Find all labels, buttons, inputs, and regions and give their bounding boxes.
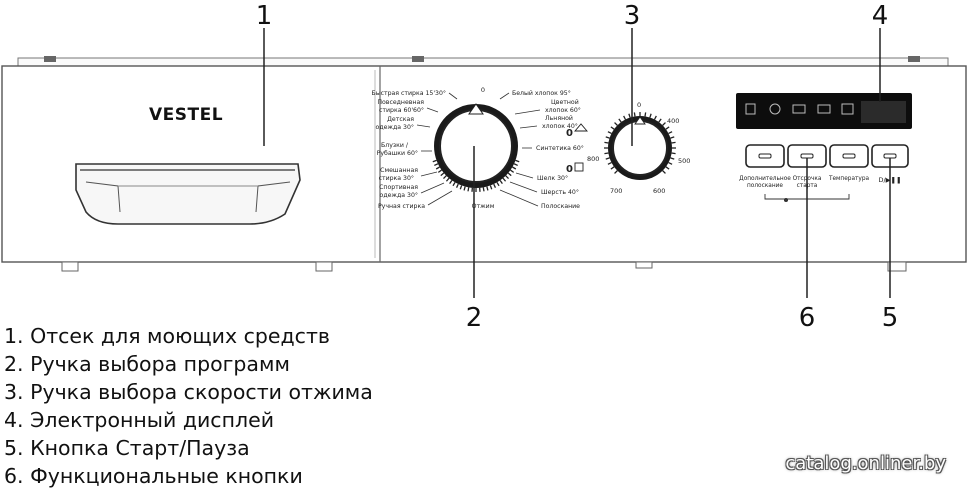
legend-item-3: 3. Ручка выбора скорости отжима	[4, 378, 373, 406]
callout-1: 1	[256, 1, 273, 31]
program-rinse: Полоскание	[541, 203, 580, 210]
svg-text:0: 0	[566, 164, 573, 175]
program-shirts-1: Блузки /	[381, 142, 409, 149]
program-daily-wash-1: Повседневная	[377, 99, 424, 106]
program-spin-only: Отжим	[472, 203, 495, 210]
legend-item-1: 1. Отсек для моющих средств	[4, 322, 373, 350]
spin-speed-500: 500	[678, 157, 690, 165]
program-hand-wash: Ручная стирка	[378, 203, 425, 210]
top-lid	[18, 58, 948, 66]
legend-item-4: 4. Электронный дисплей	[4, 406, 373, 434]
legend-item-2: 2. Ручка выбора программ	[4, 350, 373, 378]
temperature-label: Температура	[828, 176, 870, 182]
hinge-mid	[412, 56, 424, 62]
callout-4: 4	[872, 1, 889, 31]
extra-rinse-label-1: Дополнительное	[739, 176, 791, 182]
callout-2: 2	[466, 303, 483, 333]
program-linen-1: Льняной	[545, 114, 573, 122]
program-daily-wash-2: стирка 60'60°	[379, 106, 424, 114]
program-color-cotton-2: хлопок 60°	[545, 106, 581, 114]
hinge-left	[44, 56, 56, 62]
program-baby-2: одежда 30°	[376, 123, 414, 131]
watermark: catalog.onliner.by	[785, 453, 946, 474]
program-quick-wash: Быстрая стирка 15'30°	[371, 89, 446, 97]
foot-1	[62, 262, 78, 271]
program-sports-2: одежда 30°	[380, 191, 418, 199]
program-white-cotton: Белый хлопок 95°	[512, 89, 571, 97]
component-legend: 1. Отсек для моющих средств 2. Ручка выб…	[4, 322, 373, 490]
program-shirts-2: Рубашки 60°	[377, 149, 418, 157]
program-synthetics: Синтетика 60°	[536, 144, 584, 152]
hinge-right	[908, 56, 920, 62]
program-mixed-2: стирка 30°	[379, 174, 414, 182]
program-baby-1: Детская	[387, 116, 414, 123]
program-wool: Шерсть 40°	[541, 188, 579, 196]
program-sports-1: Спортивная	[379, 184, 418, 191]
spin-speed-600: 600	[653, 187, 665, 195]
program-dial-zero: 0	[481, 86, 485, 94]
extra-rinse-button[interactable]	[746, 145, 784, 167]
electronic-display	[736, 93, 912, 129]
callout-5: 5	[882, 303, 899, 333]
program-mixed-1: Смешанная	[380, 167, 418, 174]
callout-3: 3	[624, 1, 641, 31]
callout-6: 6	[799, 303, 816, 333]
svg-text:0: 0	[566, 128, 573, 139]
spin-speed-400: 400	[667, 117, 679, 125]
legend-item-5: 5. Кнопка Старт/Пауза	[4, 434, 373, 462]
temperature-button[interactable]	[830, 145, 868, 167]
extra-rinse-label-2: полоскание	[747, 183, 783, 189]
spin-speed-knob[interactable]	[608, 116, 672, 180]
brand-logo: VESTEL	[149, 105, 223, 125]
spin-speed-0: 0	[637, 101, 641, 109]
program-silk: Шелк 30°	[537, 174, 568, 182]
legend-item-6: 6. Функциональные кнопки	[4, 462, 373, 490]
digit-readout	[861, 101, 906, 123]
spin-speed-700: 700	[610, 187, 622, 195]
detergent-drawer-handle[interactable]	[76, 164, 300, 224]
foot-3	[636, 262, 652, 268]
foot-2	[316, 262, 332, 271]
program-selector-knob[interactable]	[434, 104, 518, 188]
program-color-cotton-1: Цветной	[551, 98, 579, 106]
spin-speed-800: 800	[587, 155, 599, 163]
